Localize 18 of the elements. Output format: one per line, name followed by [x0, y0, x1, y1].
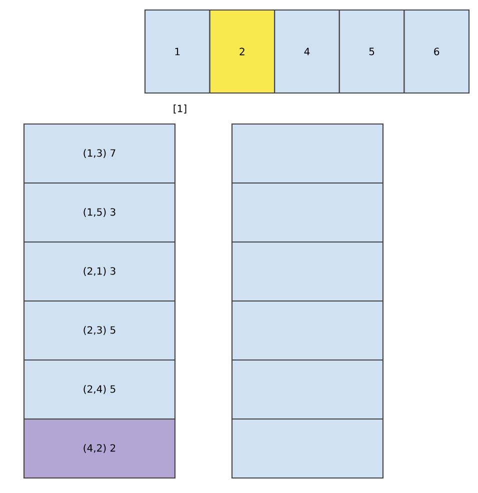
empty-cell	[231, 359, 384, 420]
empty-cell	[231, 300, 384, 361]
index-label: [1]	[174, 104, 186, 114]
empty-cell	[231, 182, 384, 243]
empty-cell	[231, 418, 384, 479]
entry-cell: (1,5) 3	[23, 182, 176, 243]
number-cell: 2	[209, 9, 276, 94]
entry-cell: (2,4) 5	[23, 359, 176, 420]
entry-cell: (2,3) 5	[23, 300, 176, 361]
entry-cell: (2,1) 3	[23, 241, 176, 302]
number-cell: 6	[404, 9, 470, 94]
number-cell: 4	[274, 9, 340, 94]
entry-cell: (4,2) 2	[23, 418, 176, 479]
empty-cell	[231, 123, 384, 184]
number-cell: 1	[144, 9, 210, 94]
empty-cell	[231, 241, 384, 302]
number-cell: 5	[338, 9, 405, 94]
entry-cell: (1,3) 7	[23, 123, 176, 184]
